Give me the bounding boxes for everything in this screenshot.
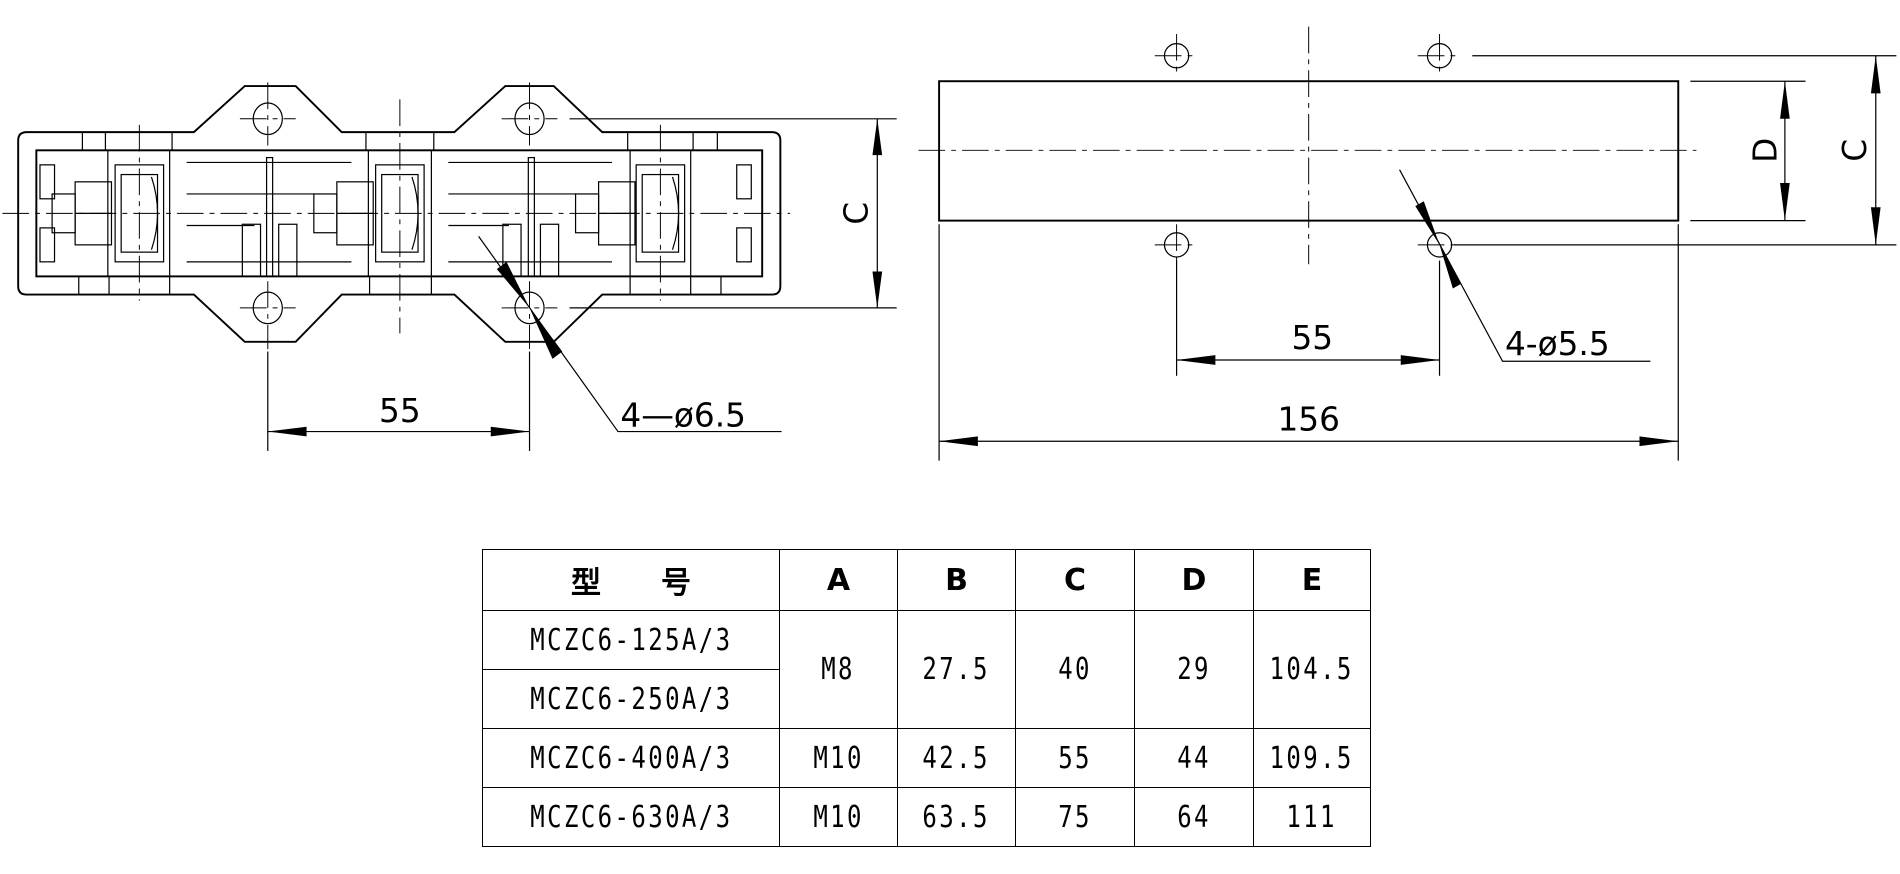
b-cell: 42.5 <box>897 728 1016 788</box>
header-b: B <box>897 549 1016 611</box>
header-c: C <box>1015 549 1135 611</box>
dim-156-label: 156 <box>1277 400 1339 438</box>
dim-55-label: 55 <box>379 392 421 430</box>
table-row: MCZC6-400A/3 M10 42.5 55 44 109.5 <box>482 728 1371 788</box>
hole-circle-icon <box>1163 232 1190 258</box>
a-cell: M8 <box>779 610 898 729</box>
body-outline <box>17 85 782 343</box>
header-model-char: 型 <box>571 566 601 601</box>
table-row: MCZC6-125A/3 M8 27.5 40 29 104.5 <box>482 610 1371 729</box>
d-cell: 29 <box>1134 610 1254 729</box>
c-cell: 55 <box>1015 728 1135 788</box>
dimension-c: C <box>569 118 897 309</box>
dimension-55: 55 <box>1175 260 1441 376</box>
dimension-c: C <box>1454 55 1897 246</box>
table-header-row: 型号 A B C D E <box>482 549 1371 611</box>
a-cell: M10 <box>779 787 898 847</box>
d-cell: 64 <box>1134 787 1254 847</box>
centerlines <box>918 26 1697 267</box>
b-cell: 63.5 <box>897 787 1016 847</box>
hole-circle-icon <box>1163 43 1190 69</box>
dim-55-label: 55 <box>1291 319 1333 357</box>
e-cell: 104.5 <box>1253 610 1371 729</box>
hole-spec-label: 4-ø5.5 <box>1505 325 1610 363</box>
front-view: C 55 4—ø6.5 <box>2 82 897 451</box>
table-row: MCZC6-630A/3 M10 63.5 75 64 111 <box>482 787 1371 847</box>
header-e: E <box>1253 549 1371 611</box>
model-cell: MCZC6-250A/3 <box>482 669 780 729</box>
hole-leader: 4—ø6.5 <box>478 236 782 435</box>
terminals <box>39 156 752 277</box>
header-a: A <box>779 549 898 611</box>
dimension-156: 156 <box>938 224 1679 461</box>
header-model-char: 号 <box>661 566 691 601</box>
hole-spec-label: 4—ø6.5 <box>620 397 746 435</box>
model-cell: MCZC6-400A/3 <box>482 728 780 788</box>
hole-circle-icon <box>1426 43 1453 69</box>
model-cell: MCZC6-630A/3 <box>482 787 780 847</box>
c-cell: 40 <box>1015 610 1135 729</box>
hole-circle-icon <box>1426 232 1453 258</box>
b-cell: 27.5 <box>897 610 1016 729</box>
table-row: MCZC6-250A/3 <box>482 669 1371 729</box>
dim-d-label: D <box>1746 138 1784 163</box>
d-cell: 44 <box>1134 728 1254 788</box>
hole-leader: 4-ø5.5 <box>1399 169 1651 363</box>
dimension-d: D <box>1690 80 1806 222</box>
top-view: D C 55 156 <box>918 26 1897 461</box>
e-cell: 109.5 <box>1253 728 1371 788</box>
e-cell: 111 <box>1253 787 1371 847</box>
header-d: D <box>1134 549 1254 611</box>
model-cell: MCZC6-125A/3 <box>482 610 780 670</box>
header-model: 型号 <box>482 549 780 611</box>
a-cell: M10 <box>779 728 898 788</box>
dim-c-label: C <box>838 202 876 225</box>
dim-c-label: C <box>1836 139 1874 162</box>
centerlines <box>2 82 791 350</box>
dimension-55: 55 <box>267 351 531 451</box>
spec-table: 型号 A B C D E MCZC6-125A/3 M8 27.5 40 29 … <box>482 549 1371 847</box>
c-cell: 75 <box>1015 787 1135 847</box>
